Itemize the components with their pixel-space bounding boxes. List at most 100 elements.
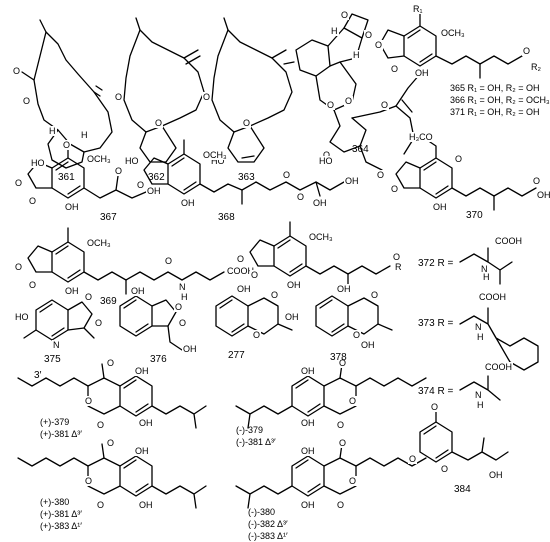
- atom-o: O: [164, 256, 174, 266]
- structure-378: [315, 295, 393, 337]
- compound-number: 368: [218, 212, 235, 223]
- atom-o: O: [250, 270, 260, 280]
- compound-number: 378: [330, 352, 347, 363]
- stereo-label: (+)-383 Δ¹′: [40, 521, 82, 531]
- atom-oh: OH: [536, 190, 550, 200]
- atom-oh: OH: [130, 286, 146, 296]
- atom-h: H: [330, 26, 339, 36]
- stereo-labels-a: (+)-379 (+)-381 Δ³′: [40, 416, 82, 440]
- atom-o: O: [370, 290, 380, 300]
- atom-ho: HO: [318, 156, 334, 166]
- structure-362: [123, 17, 205, 163]
- atom-o: O: [252, 330, 262, 340]
- atom-o: O: [84, 292, 94, 302]
- stereo-label: (+)-381 Δ³′: [40, 509, 82, 519]
- atom-o: O: [380, 100, 390, 110]
- atom-n: N: [480, 264, 489, 274]
- structure-369: [27, 227, 225, 295]
- atom-r1: R₁: [412, 4, 424, 14]
- atom-o: O: [106, 358, 116, 368]
- atom-o: O: [390, 64, 400, 74]
- atom-h: H: [352, 50, 361, 60]
- atom-o: O: [114, 166, 124, 176]
- atom-o: O: [282, 170, 292, 180]
- atom-o: O: [22, 96, 32, 106]
- compound-number: 367: [100, 212, 117, 223]
- atom-o: O: [340, 10, 350, 20]
- atom-o: O: [106, 438, 116, 448]
- compound-number: 370: [466, 210, 483, 221]
- structure-372-core: [249, 221, 391, 289]
- r-groups: [459, 247, 539, 401]
- atom-o: O: [348, 476, 358, 486]
- atom-o: O: [522, 46, 532, 56]
- atom-oh: OH: [300, 366, 316, 376]
- atom-o: O: [296, 192, 306, 202]
- atom-o: O: [96, 420, 106, 430]
- compound-number: 369: [100, 296, 117, 307]
- structure-370: [395, 137, 537, 211]
- atom-h-small: H: [180, 292, 189, 302]
- atom-o: O: [326, 100, 336, 110]
- atom-o: O: [242, 118, 252, 128]
- atom-oh: OH: [344, 176, 360, 186]
- atom-oh: OH: [432, 202, 448, 212]
- compound-number: 362: [148, 172, 165, 183]
- atom-oh: OH: [300, 418, 316, 428]
- atom-o: O: [114, 92, 124, 102]
- stereo-labels-d: (-)-380 (-)-382 Δ³′ (-)-383 Δ¹′: [248, 506, 288, 542]
- atom-o: O: [28, 280, 38, 290]
- atom-o: O: [174, 302, 184, 312]
- atom-n: N: [474, 390, 483, 400]
- atom-o: O: [336, 420, 346, 430]
- atom-oh: OH: [488, 470, 504, 480]
- atom-cooh: COOH: [226, 266, 255, 276]
- atom-o: O: [136, 180, 146, 190]
- atom-cooh: COOH: [494, 236, 523, 246]
- atom-o: O: [336, 500, 346, 510]
- atom-r2: R₂: [530, 62, 542, 72]
- stereo-label: (-)-381 Δ³′: [236, 437, 276, 447]
- atom-o: O: [364, 30, 374, 40]
- atom-h: H: [80, 130, 89, 140]
- atom-oh: OH: [414, 68, 430, 78]
- atom-o: O: [338, 438, 348, 448]
- structure-364: [283, 13, 421, 171]
- atom-o: O: [338, 358, 348, 368]
- atom-o: O: [344, 96, 354, 106]
- atom-o: O: [236, 254, 246, 264]
- atom-n: N: [474, 322, 483, 332]
- stereo-label: (-)-379: [236, 425, 264, 435]
- atom-o: O: [270, 290, 280, 300]
- stereo-label: (+)-381 Δ³′: [40, 429, 82, 439]
- substituent-row: 371 R₁ = OH, R₂ = OH: [450, 107, 540, 117]
- r-group-label: 373 R =: [418, 318, 454, 329]
- atom-n: N: [52, 340, 61, 350]
- atom-oh: OH: [138, 418, 154, 428]
- atom-o: O: [14, 262, 24, 272]
- structure-363: [211, 17, 293, 163]
- atom-h: H: [48, 126, 57, 136]
- atom-o: O: [454, 154, 464, 164]
- atom-oh: OH: [286, 280, 302, 290]
- atom-h-small: H: [476, 332, 485, 342]
- atom-oh: OH: [284, 312, 300, 322]
- substituent-row: 365 R₁ = OH, R₂ = OH: [450, 83, 540, 93]
- compound-number: 277: [228, 350, 245, 361]
- atom-oh: OH: [236, 284, 252, 294]
- atom-o: O: [84, 396, 94, 406]
- stereo-labels-b: (-)-379 (-)-381 Δ³′: [236, 424, 276, 448]
- atom-oh: OH: [134, 366, 150, 376]
- atom-o: O: [440, 464, 450, 474]
- atom-h-small: H: [476, 400, 485, 410]
- atom-r: R: [394, 262, 403, 272]
- atom-oh: OH: [134, 446, 150, 456]
- atom-o: O: [96, 500, 106, 510]
- atom-och3: OCH₃: [202, 150, 228, 160]
- structure-384: [419, 409, 509, 463]
- atom-o: O: [390, 184, 400, 194]
- atom-oh: OH: [336, 284, 352, 294]
- atom-o: O: [348, 396, 358, 406]
- atom-o: O: [392, 252, 402, 262]
